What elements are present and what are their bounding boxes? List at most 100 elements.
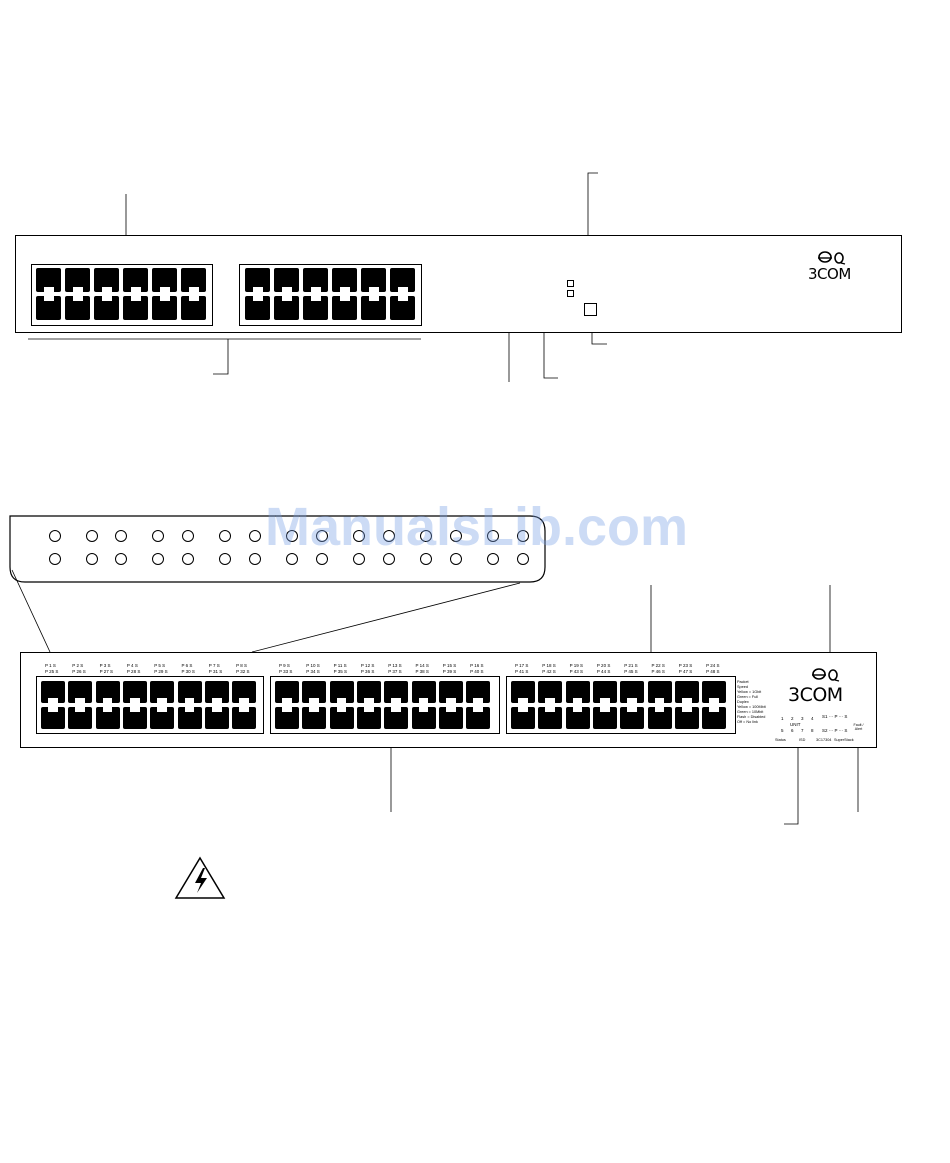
status-led-bottom-1 <box>49 553 61 565</box>
top-mode-button[interactable] <box>584 303 597 316</box>
bottom-ethernet-port-47[interactable] <box>674 707 699 729</box>
top-ethernet-port-13[interactable] <box>36 296 61 320</box>
top-ethernet-port-8[interactable] <box>274 268 299 293</box>
bottom-ethernet-port-6[interactable] <box>177 681 202 704</box>
bottom-ethernet-port-29[interactable] <box>150 707 175 729</box>
bottom-ethernet-port-44[interactable] <box>592 707 617 729</box>
port-label-top-1: P 1 S <box>45 663 56 668</box>
brand-mark-icon-bottom <box>811 668 841 687</box>
bottom-ethernet-port-32[interactable] <box>232 707 257 729</box>
bottom-ethernet-port-12[interactable] <box>356 681 381 704</box>
top-ethernet-port-17[interactable] <box>152 296 177 320</box>
magnified-led-panel-outline <box>9 515 546 583</box>
legend-line-7: Green = 10Mbit <box>737 710 764 714</box>
bottom-ethernet-port-21[interactable] <box>620 681 645 704</box>
top-ethernet-port-3[interactable] <box>94 268 119 293</box>
bottom-ethernet-port-19[interactable] <box>565 681 590 704</box>
port-label-bottom-17: P 41 S <box>515 669 529 674</box>
top-ethernet-port-7[interactable] <box>245 268 270 293</box>
port-label-bottom-7: P 31 S <box>208 669 223 674</box>
bottom-ethernet-port-46[interactable] <box>647 707 672 729</box>
top-ethernet-port-24[interactable] <box>390 296 415 320</box>
top-ethernet-port-21[interactable] <box>303 296 328 320</box>
legend-line-8: Flash = Disabled <box>737 715 766 719</box>
port-label-bottom-1: P 25 S <box>45 669 59 674</box>
bottom-ethernet-port-30[interactable] <box>177 707 202 729</box>
bottom-ethernet-port-24[interactable] <box>702 681 727 704</box>
bottom-ethernet-port-5[interactable] <box>150 681 175 704</box>
top-ethernet-port-15[interactable] <box>94 296 119 320</box>
top-port-block-right <box>239 264 422 326</box>
top-ethernet-port-18[interactable] <box>181 296 206 320</box>
top-ethernet-port-11[interactable] <box>361 268 386 293</box>
status-led-top-13 <box>450 530 462 542</box>
bottom-ethernet-port-34[interactable] <box>302 707 327 729</box>
bottom-port-block-2 <box>270 676 500 734</box>
bottom-ethernet-port-31[interactable] <box>204 707 229 729</box>
bottom-ethernet-port-41[interactable] <box>511 707 535 729</box>
bottom-ethernet-port-25[interactable] <box>41 707 65 729</box>
bottom-ethernet-port-28[interactable] <box>122 707 147 729</box>
bottom-ethernet-port-15[interactable] <box>438 681 463 704</box>
top-ethernet-port-23[interactable] <box>361 296 386 320</box>
bottom-ethernet-port-40[interactable] <box>466 707 491 729</box>
top-ethernet-port-14[interactable] <box>65 296 90 320</box>
bottom-ethernet-port-48[interactable] <box>702 707 727 729</box>
top-ethernet-port-16[interactable] <box>123 296 148 320</box>
top-ethernet-port-6[interactable] <box>181 268 206 293</box>
bottom-label-1: Status <box>775 738 786 742</box>
bottom-ethernet-port-33[interactable] <box>275 707 299 729</box>
top-ethernet-port-12[interactable] <box>390 268 415 293</box>
top-ethernet-port-22[interactable] <box>332 296 357 320</box>
top-status-led-1 <box>567 280 574 287</box>
top-ethernet-port-2[interactable] <box>65 268 90 293</box>
status-led-top-8 <box>286 530 298 542</box>
status-led-bottom-4 <box>152 553 164 565</box>
top-ethernet-port-5[interactable] <box>152 268 177 293</box>
port-label-top-5: P 5 S <box>154 663 166 668</box>
bottom-ethernet-port-13[interactable] <box>384 681 409 704</box>
bottom-ethernet-port-3[interactable] <box>95 681 120 704</box>
bottom-ethernet-port-43[interactable] <box>565 707 590 729</box>
bottom-ethernet-port-35[interactable] <box>329 707 354 729</box>
status-led-bottom-3 <box>115 553 127 565</box>
status-led-bottom-5 <box>182 553 194 565</box>
bottom-ethernet-port-1[interactable] <box>41 681 65 704</box>
bottom-label-4: SuperStack <box>834 738 854 742</box>
bottom-ethernet-port-36[interactable] <box>356 707 381 729</box>
top-ethernet-port-9[interactable] <box>303 268 328 293</box>
bottom-ethernet-port-11[interactable] <box>329 681 354 704</box>
bottom-label-3: 3C17304 <box>816 738 832 742</box>
bottom-ethernet-port-2[interactable] <box>68 681 93 704</box>
top-ethernet-port-4[interactable] <box>123 268 148 293</box>
bottom-ethernet-port-22[interactable] <box>647 681 672 704</box>
bottom-ethernet-port-17[interactable] <box>511 681 535 704</box>
unit-number-7: 7 <box>801 728 804 733</box>
bottom-ethernet-port-9[interactable] <box>275 681 299 704</box>
top-port-block-left <box>31 264 213 326</box>
top-ethernet-port-20[interactable] <box>274 296 299 320</box>
bottom-ethernet-port-4[interactable] <box>122 681 147 704</box>
top-ethernet-port-10[interactable] <box>332 268 357 293</box>
bottom-ethernet-port-45[interactable] <box>620 707 645 729</box>
bottom-ethernet-port-16[interactable] <box>466 681 491 704</box>
bottom-ethernet-port-23[interactable] <box>674 681 699 704</box>
bottom-ethernet-port-10[interactable] <box>302 681 327 704</box>
bottom-ethernet-port-26[interactable] <box>68 707 93 729</box>
top-ethernet-port-1[interactable] <box>36 268 61 293</box>
bottom-ethernet-port-20[interactable] <box>592 681 617 704</box>
bottom-ethernet-port-27[interactable] <box>95 707 120 729</box>
bottom-ethernet-port-42[interactable] <box>538 707 563 729</box>
bottom-ethernet-port-39[interactable] <box>438 707 463 729</box>
unit-number-4: 4 <box>811 716 814 721</box>
bottom-ethernet-port-37[interactable] <box>384 707 409 729</box>
bottom-ethernet-port-18[interactable] <box>538 681 563 704</box>
bottom-ethernet-port-8[interactable] <box>232 681 257 704</box>
port-label-top-15: P 15 S <box>442 663 457 668</box>
bottom-ethernet-port-14[interactable] <box>411 681 436 704</box>
port-label-bottom-3: P 27 S <box>99 669 114 674</box>
status-led-top-4 <box>152 530 164 542</box>
bottom-ethernet-port-7[interactable] <box>204 681 229 704</box>
top-ethernet-port-19[interactable] <box>245 296 270 320</box>
bottom-ethernet-port-38[interactable] <box>411 707 436 729</box>
